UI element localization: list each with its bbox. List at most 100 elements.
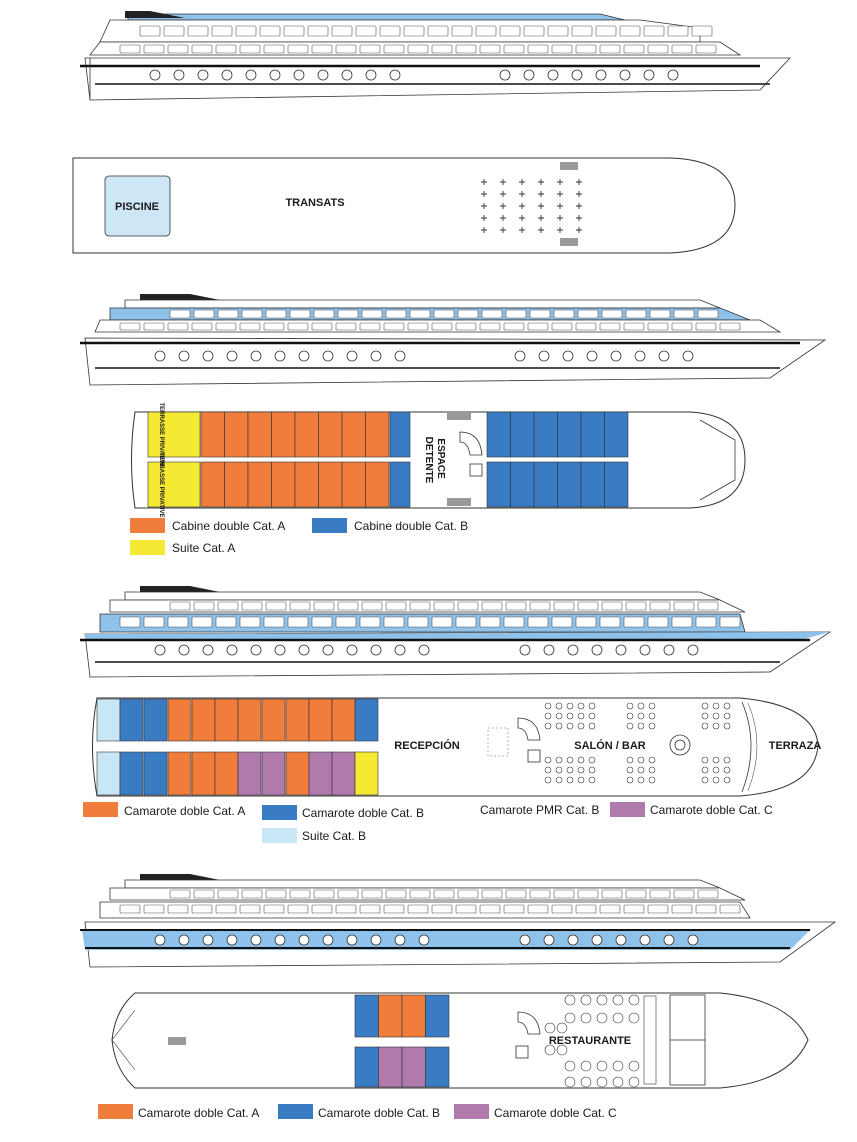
table <box>564 1076 576 1088</box>
legend-cat-b: Camarote doble Cat. B <box>318 1106 440 1120</box>
reception-label: RECEPCIÓN <box>394 739 459 752</box>
window <box>671 616 693 628</box>
cabin-cat-a <box>341 411 366 458</box>
porthole <box>317 69 329 81</box>
legend-swatch-cat-a <box>83 802 118 817</box>
window <box>649 309 671 319</box>
porthole <box>274 644 286 656</box>
cabin-cat-a <box>271 411 296 458</box>
deck-chair <box>538 227 544 233</box>
cabin-cat-b <box>389 411 411 458</box>
legend-cat-c: Camarote doble Cat. C <box>650 803 773 817</box>
table <box>588 766 596 774</box>
deck-chair <box>557 203 563 209</box>
table <box>596 1060 608 1072</box>
porthole <box>370 350 382 362</box>
porthole <box>322 934 334 946</box>
elevator-icon <box>469 463 483 477</box>
window <box>191 44 213 54</box>
table <box>626 712 634 720</box>
window <box>455 616 477 628</box>
table <box>566 702 574 710</box>
porthole <box>346 644 358 656</box>
porthole <box>226 644 238 656</box>
window <box>287 904 309 914</box>
window <box>527 322 549 331</box>
window <box>139 25 161 37</box>
porthole <box>154 350 166 362</box>
window <box>335 322 357 331</box>
buffet-table <box>643 995 657 1085</box>
window <box>647 616 669 628</box>
cabin <box>401 1046 426 1088</box>
window <box>673 601 695 611</box>
deck-chair <box>538 179 544 185</box>
table <box>637 766 645 774</box>
window <box>163 25 185 37</box>
legend-swatch-cat-a <box>98 1104 133 1119</box>
window <box>503 44 525 54</box>
window <box>431 904 453 914</box>
window <box>455 322 477 331</box>
window <box>289 889 311 899</box>
restaurant-tables <box>544 994 657 1088</box>
window <box>647 322 669 331</box>
window <box>599 904 621 914</box>
porthole <box>567 934 579 946</box>
porthole <box>202 350 214 362</box>
cabin-cat-a <box>200 461 225 508</box>
window <box>523 25 545 37</box>
window <box>623 322 645 331</box>
pool-area <box>104 175 171 237</box>
table <box>544 1022 556 1034</box>
cabin <box>354 1046 379 1088</box>
window <box>143 616 165 628</box>
cabin <box>401 994 426 1038</box>
window <box>239 44 261 54</box>
legend-swatch-cat-b <box>312 518 347 533</box>
window <box>625 601 647 611</box>
window <box>575 616 597 628</box>
deck-chair <box>481 203 487 209</box>
cabin <box>119 698 144 742</box>
window <box>505 309 527 319</box>
table <box>544 712 552 720</box>
porthole <box>245 69 257 81</box>
window <box>601 601 623 611</box>
deck-chair <box>538 191 544 197</box>
cabin-cat-a <box>271 461 296 508</box>
cabin <box>261 751 286 796</box>
window <box>169 601 191 611</box>
window <box>311 44 333 54</box>
porthole <box>519 644 531 656</box>
cabin-cat-b <box>486 411 511 458</box>
staircase-icon <box>517 717 541 741</box>
window <box>671 44 693 54</box>
cabin <box>143 698 168 742</box>
window <box>527 616 549 628</box>
table <box>577 712 585 720</box>
cabin-block <box>96 698 379 796</box>
cabin-cat-b <box>580 411 605 458</box>
window <box>355 25 377 37</box>
window <box>475 25 497 37</box>
table <box>588 702 596 710</box>
window <box>191 616 213 628</box>
window <box>311 616 333 628</box>
window <box>431 44 453 54</box>
cabin <box>214 698 239 742</box>
window <box>409 601 431 611</box>
window <box>673 309 695 319</box>
window <box>599 616 621 628</box>
table <box>712 776 720 784</box>
staircase-icon <box>560 238 578 246</box>
porthole <box>519 934 531 946</box>
porthole <box>639 934 651 946</box>
cabin-cat-b <box>510 461 535 508</box>
window <box>335 904 357 914</box>
porthole <box>394 644 406 656</box>
table <box>701 712 709 720</box>
upper-deck-legend: Cabine double Cat. A Cabine double Cat. … <box>130 518 468 555</box>
cabin-cat-a <box>200 411 225 458</box>
window <box>719 322 741 331</box>
